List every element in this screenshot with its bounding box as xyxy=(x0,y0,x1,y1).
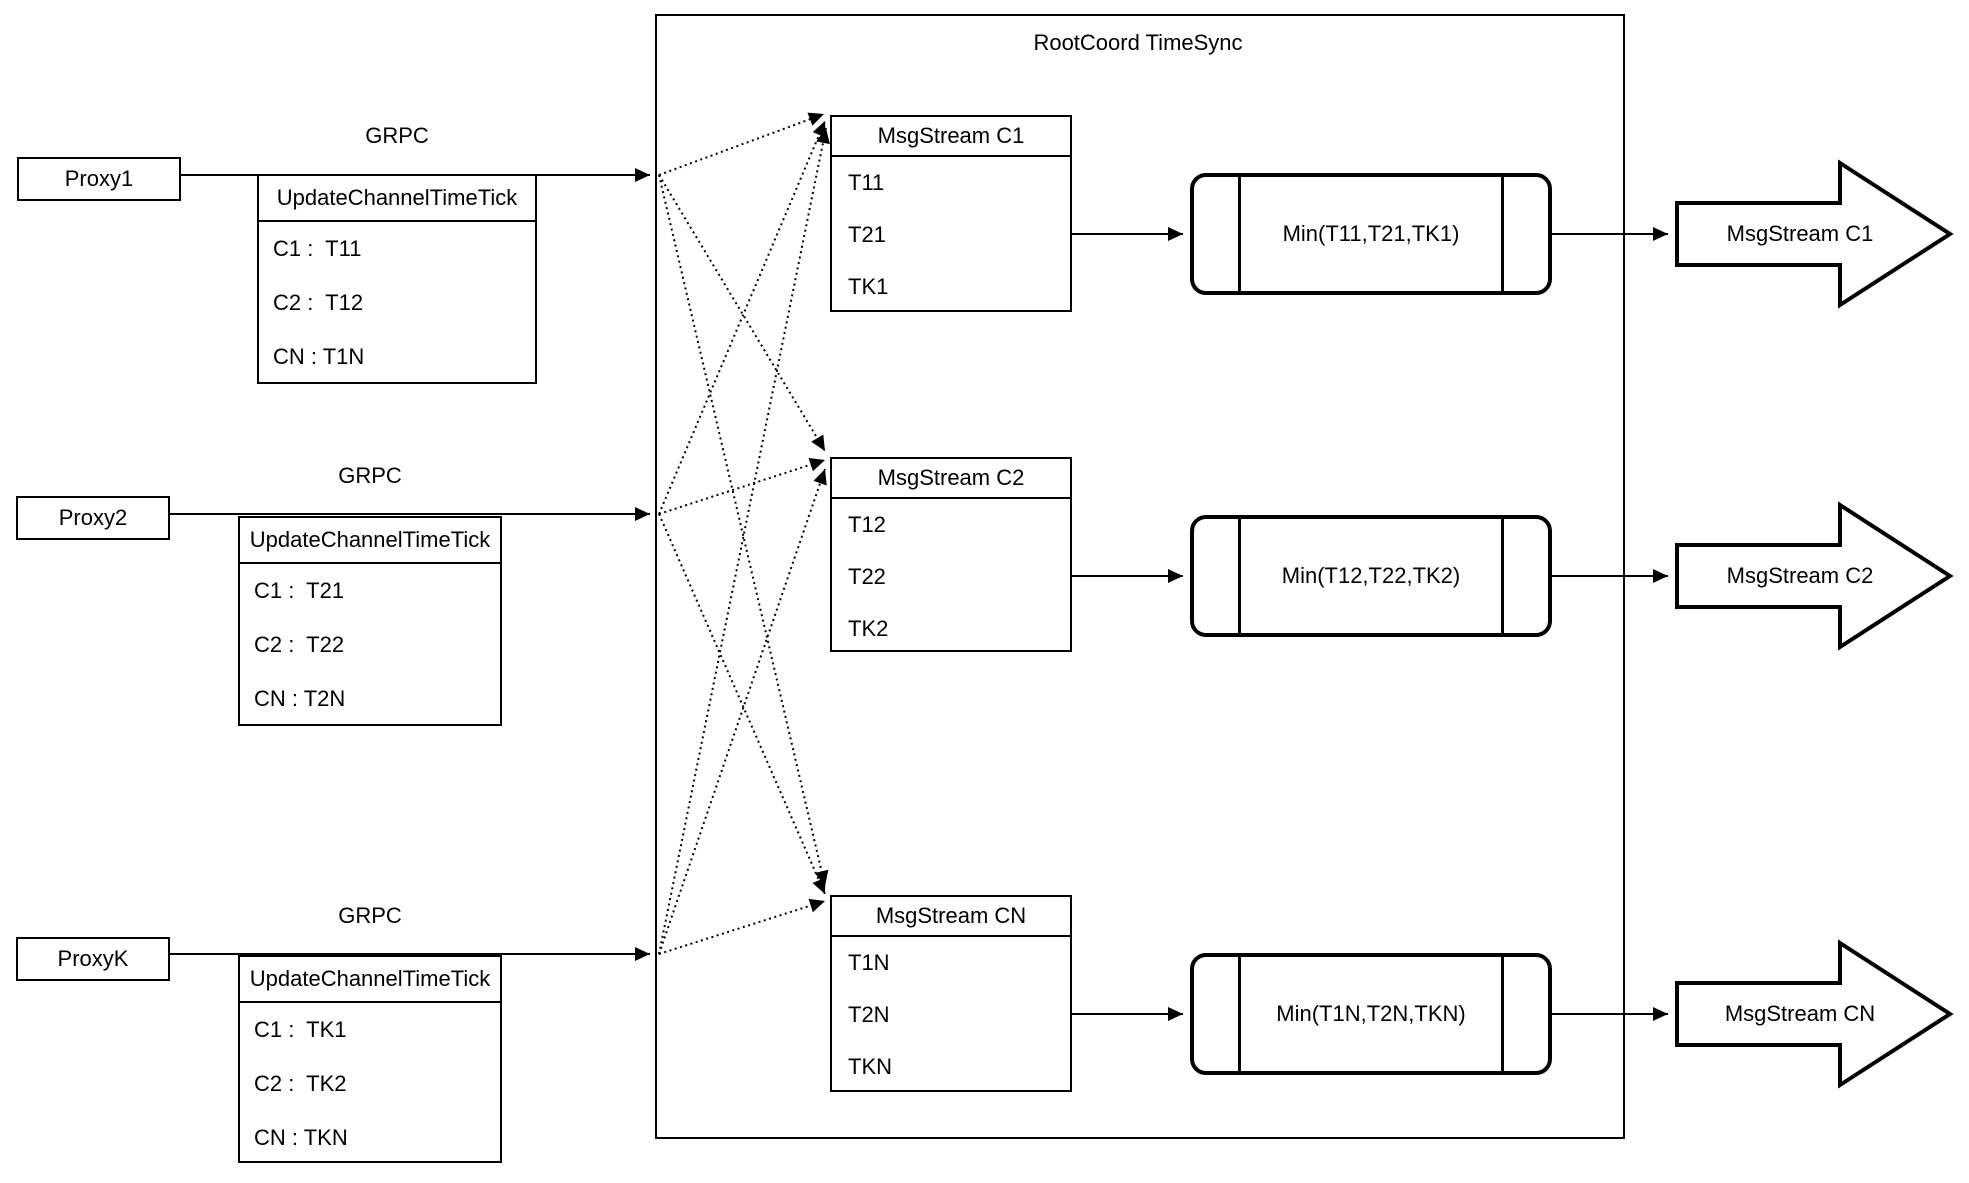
proxy1-label: Proxy1 xyxy=(64,166,134,191)
proxy2-box: Proxy2 xyxy=(16,496,170,540)
timestamp-row: T22 xyxy=(848,564,886,589)
min-cn-label: Min(T1N,T2N,TKN) xyxy=(1276,1001,1466,1026)
msgstream-cn-table: MsgStream CN T1N T2N TKN xyxy=(830,895,1072,1092)
timetick-entry: CN : T1N xyxy=(273,344,365,369)
msgstream-c1-table: MsgStream C1 T11 T21 TK1 xyxy=(830,115,1072,312)
dotted-arrow-p2-cn xyxy=(658,513,826,895)
min-box-divider xyxy=(1501,957,1504,1071)
msgstream-c2-table: MsgStream C2 T12 T22 TK2 xyxy=(830,457,1072,652)
timestamp-row: TKN xyxy=(848,1054,892,1079)
output-block-arrow-cn xyxy=(1675,939,1954,1089)
proxyk-timetick-table: UpdateChannelTimeTick C1 : TK1 C2 : TK2 … xyxy=(238,955,502,1163)
timetick-entry: C2 : T12 xyxy=(273,290,364,315)
rootcoord-title: RootCoord TimeSync xyxy=(1033,30,1243,55)
timetick-entry: CN : TKN xyxy=(254,1125,348,1150)
output-msgstream-cn-label: MsgStream CN xyxy=(1724,1001,1876,1026)
dotted-arrow-p1-c2 xyxy=(658,174,826,452)
timetick-header: UpdateChannelTimeTick xyxy=(259,176,535,222)
dotted-arrow-pk-c2 xyxy=(658,468,827,955)
timetick-entry: C1 : T11 xyxy=(273,236,362,261)
timetick-header: UpdateChannelTimeTick xyxy=(240,518,500,564)
timetick-header: UpdateChannelTimeTick xyxy=(240,957,500,1003)
timestamp-row: T11 xyxy=(848,170,885,195)
timetick-entry: C1 : TK1 xyxy=(254,1017,347,1042)
timestamp-row: T12 xyxy=(848,512,886,537)
min-c2-box: Min(T12,T22,TK2) xyxy=(1190,515,1552,637)
output-msgstream-c1-label: MsgStream C1 xyxy=(1726,221,1874,246)
output-block-arrow-c1 xyxy=(1675,159,1954,309)
output-block-arrow-c2 xyxy=(1675,501,1954,651)
dotted-arrow-p1-cn xyxy=(658,174,829,887)
proxy1-box: Proxy1 xyxy=(17,157,181,201)
dotted-arrow-p1-c1 xyxy=(658,112,825,176)
timestamp-row: T21 xyxy=(848,222,886,247)
msgstream-header: MsgStream C1 xyxy=(832,117,1070,157)
min-box-divider xyxy=(1238,177,1241,291)
min-box-divider xyxy=(1238,957,1241,1071)
min-c1-box: Min(T11,T21,TK1) xyxy=(1190,173,1552,295)
proxyk-box: ProxyK xyxy=(16,937,170,981)
timestamp-row: TK1 xyxy=(848,274,889,299)
grpc-label-proxy2: GRPC xyxy=(338,463,402,488)
timetick-entry: C2 : T22 xyxy=(254,632,345,657)
grpc-label-proxyk: GRPC xyxy=(338,903,402,928)
timetick-entry: C2 : TK2 xyxy=(254,1071,347,1096)
min-box-divider xyxy=(1501,177,1504,291)
dotted-arrow-pk-c1 xyxy=(658,127,830,955)
proxy2-label: Proxy2 xyxy=(58,505,128,530)
timetick-entry: C1 : T21 xyxy=(254,578,345,603)
grpc-label-proxy1: GRPC xyxy=(365,123,429,148)
timestamp-row: T1N xyxy=(848,950,890,975)
fanout-dotted-arrows xyxy=(658,112,830,955)
min-box-divider xyxy=(1501,519,1504,633)
proxy1-timetick-table: UpdateChannelTimeTick C1 : T11 C2 : T12 … xyxy=(257,174,537,384)
timestamp-row: T2N xyxy=(848,1002,890,1027)
msgstream-header: MsgStream CN xyxy=(832,897,1070,937)
dotted-arrow-p2-c2 xyxy=(658,457,826,515)
proxy2-timetick-table: UpdateChannelTimeTick C1 : T21 C2 : T22 … xyxy=(238,516,502,726)
min-c1-label: Min(T11,T21,TK1) xyxy=(1282,221,1460,246)
dotted-arrow-p2-c1 xyxy=(658,120,826,515)
output-msgstream-c2-label: MsgStream C2 xyxy=(1726,563,1874,588)
min-box-divider xyxy=(1238,519,1241,633)
min-cn-box: Min(T1N,T2N,TKN) xyxy=(1190,953,1552,1075)
msgstream-header: MsgStream C2 xyxy=(832,459,1070,499)
dotted-arrow-pk-cn xyxy=(658,898,826,955)
timestamp-row: TK2 xyxy=(848,616,889,641)
proxyk-label: ProxyK xyxy=(57,946,129,971)
timetick-entry: CN : T2N xyxy=(254,686,346,711)
min-c2-label: Min(T12,T22,TK2) xyxy=(1281,563,1461,588)
